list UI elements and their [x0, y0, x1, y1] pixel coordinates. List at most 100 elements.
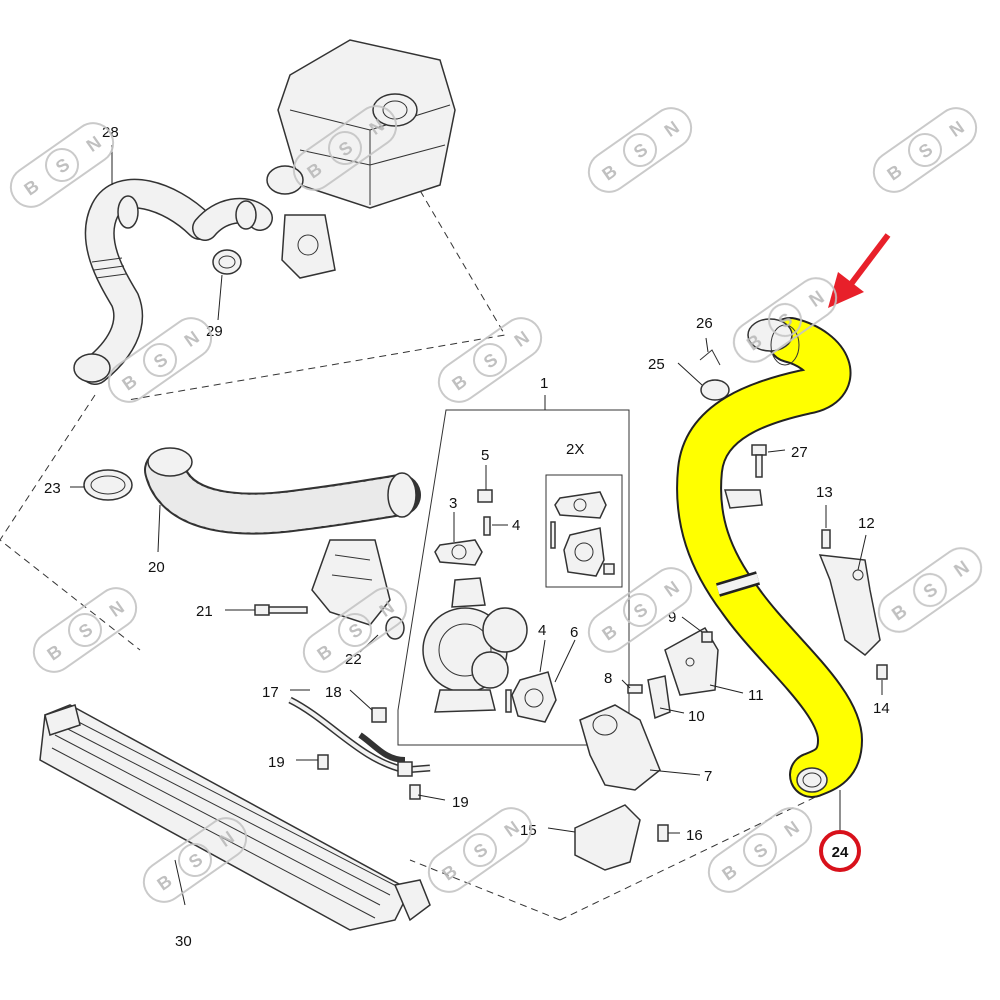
callout-20: 20 — [148, 559, 165, 576]
bsn-watermark: BSN — [877, 547, 983, 633]
callout-17: 17 — [262, 684, 279, 701]
hose-24-lower-clamp — [796, 767, 828, 793]
bsn-watermark: BSN — [32, 587, 138, 673]
bsn-watermark-letter: S — [750, 839, 771, 862]
intercooler-30 — [39, 704, 431, 931]
bsn-watermark: BSN — [587, 107, 693, 193]
bsn-watermark-letter: S — [480, 349, 501, 372]
bsn-watermark-letter: N — [951, 557, 973, 581]
bsn-watermark: BSN — [872, 107, 978, 193]
gasket-10 — [647, 675, 671, 720]
bsn-watermark-letter: S — [75, 619, 96, 642]
bolt-19-right — [409, 784, 421, 800]
bsn-watermark-letter: B — [20, 176, 42, 200]
bolt-16 — [657, 824, 669, 842]
oil-pipes-17-18 — [288, 696, 431, 777]
bolt-19-left — [317, 754, 329, 770]
bsn-watermark-letter: S — [915, 139, 936, 162]
callout-1: 1 — [540, 375, 548, 392]
bolt-13 — [821, 529, 831, 549]
gasket-3 — [434, 539, 483, 566]
bsn-watermark: BSN — [437, 317, 543, 403]
callout-11: 11 — [748, 687, 764, 704]
gasket-box-2x — [545, 474, 623, 588]
callout-22: 22 — [345, 651, 362, 668]
bsn-watermark-letter: B — [153, 871, 175, 895]
callout-24-circled: 24 — [819, 830, 861, 872]
bsn-watermark-letter: N — [781, 817, 803, 841]
hose-28 — [73, 178, 273, 385]
bsn-watermark-letter: N — [946, 117, 968, 141]
callout-9: 9 — [668, 609, 676, 626]
callout-5: 5 — [481, 447, 489, 464]
callout-15: 15 — [520, 822, 537, 839]
bolt-14 — [876, 664, 888, 680]
clip-26 — [699, 349, 721, 366]
stud-4-lower — [505, 689, 512, 713]
callout-10: 10 — [688, 708, 705, 725]
bsn-watermark-letter: N — [181, 327, 203, 351]
bsn-watermark-letter: S — [630, 139, 651, 162]
bolt-9 — [701, 631, 713, 643]
bsn-watermark-letter: S — [630, 599, 651, 622]
gasket-2x-upper — [554, 491, 607, 519]
highlighted-hose-24 — [676, 317, 864, 798]
bsn-watermark-letter: N — [661, 577, 683, 601]
bsn-watermark: BSN — [707, 807, 813, 893]
bolt-21 — [254, 604, 308, 616]
callout-6: 6 — [570, 624, 578, 641]
callout-24: 24 — [832, 844, 849, 861]
callout-13: 13 — [816, 484, 833, 501]
bsn-watermark-letter: S — [920, 579, 941, 602]
callout-19-left: 19 — [268, 754, 285, 771]
callout-25: 25 — [648, 356, 665, 373]
bracket-11 — [664, 626, 719, 696]
callout-7: 7 — [704, 768, 712, 785]
bsn-watermark-letter: B — [598, 161, 620, 185]
bsn-watermark-letter: B — [448, 371, 470, 395]
callout-16: 16 — [686, 827, 703, 844]
bsn-watermark-letter: B — [718, 861, 740, 885]
callout-4-lower: 4 — [538, 622, 546, 639]
leader-lines — [70, 145, 883, 906]
bsn-watermark-letter: B — [43, 641, 65, 665]
callout-29: 29 — [206, 323, 223, 340]
callout-8: 8 — [604, 670, 612, 687]
hose-24-mid-clamp — [715, 571, 761, 597]
bracket-12 — [818, 554, 881, 656]
bsn-watermark-letter: S — [185, 849, 206, 872]
bsn-watermark-letter: B — [883, 161, 905, 185]
heat-shield-15 — [574, 804, 641, 871]
bsn-watermark-letter: B — [598, 621, 620, 645]
callout-23: 23 — [44, 480, 61, 497]
bsn-watermark-letter: B — [118, 371, 140, 395]
callout-19-right: 19 — [452, 794, 469, 811]
bsn-watermark-letter: N — [106, 597, 128, 621]
callout-27: 27 — [791, 444, 808, 461]
nut-5 — [477, 489, 493, 503]
corrugated-hose-20 — [144, 447, 421, 535]
hose-24-upper-clamp — [747, 318, 800, 366]
bsn-watermark-letter: B — [888, 601, 910, 625]
callout-21: 21 — [196, 603, 213, 620]
callout-26: 26 — [696, 315, 713, 332]
bsn-watermark-letter: N — [511, 327, 533, 351]
gasket-2x-lower — [563, 527, 605, 577]
gasket-6 — [511, 671, 557, 723]
dashed-boundary — [0, 169, 831, 921]
turbocharger-assembly — [422, 577, 528, 713]
callout-3: 3 — [449, 495, 457, 512]
clamp-29 — [212, 249, 242, 275]
callout-4-upper: 4 — [512, 517, 520, 534]
bsn-watermark: BSN — [427, 807, 533, 893]
bolt-27 — [724, 444, 767, 509]
exhaust-elbow-7 — [579, 704, 661, 791]
callout-30: 30 — [175, 933, 192, 950]
stud-4 — [483, 516, 491, 536]
bsn-watermark-letter: S — [470, 839, 491, 862]
clamp-23 — [83, 469, 133, 501]
callout-12: 12 — [858, 515, 875, 532]
bolt-8 — [627, 684, 643, 694]
